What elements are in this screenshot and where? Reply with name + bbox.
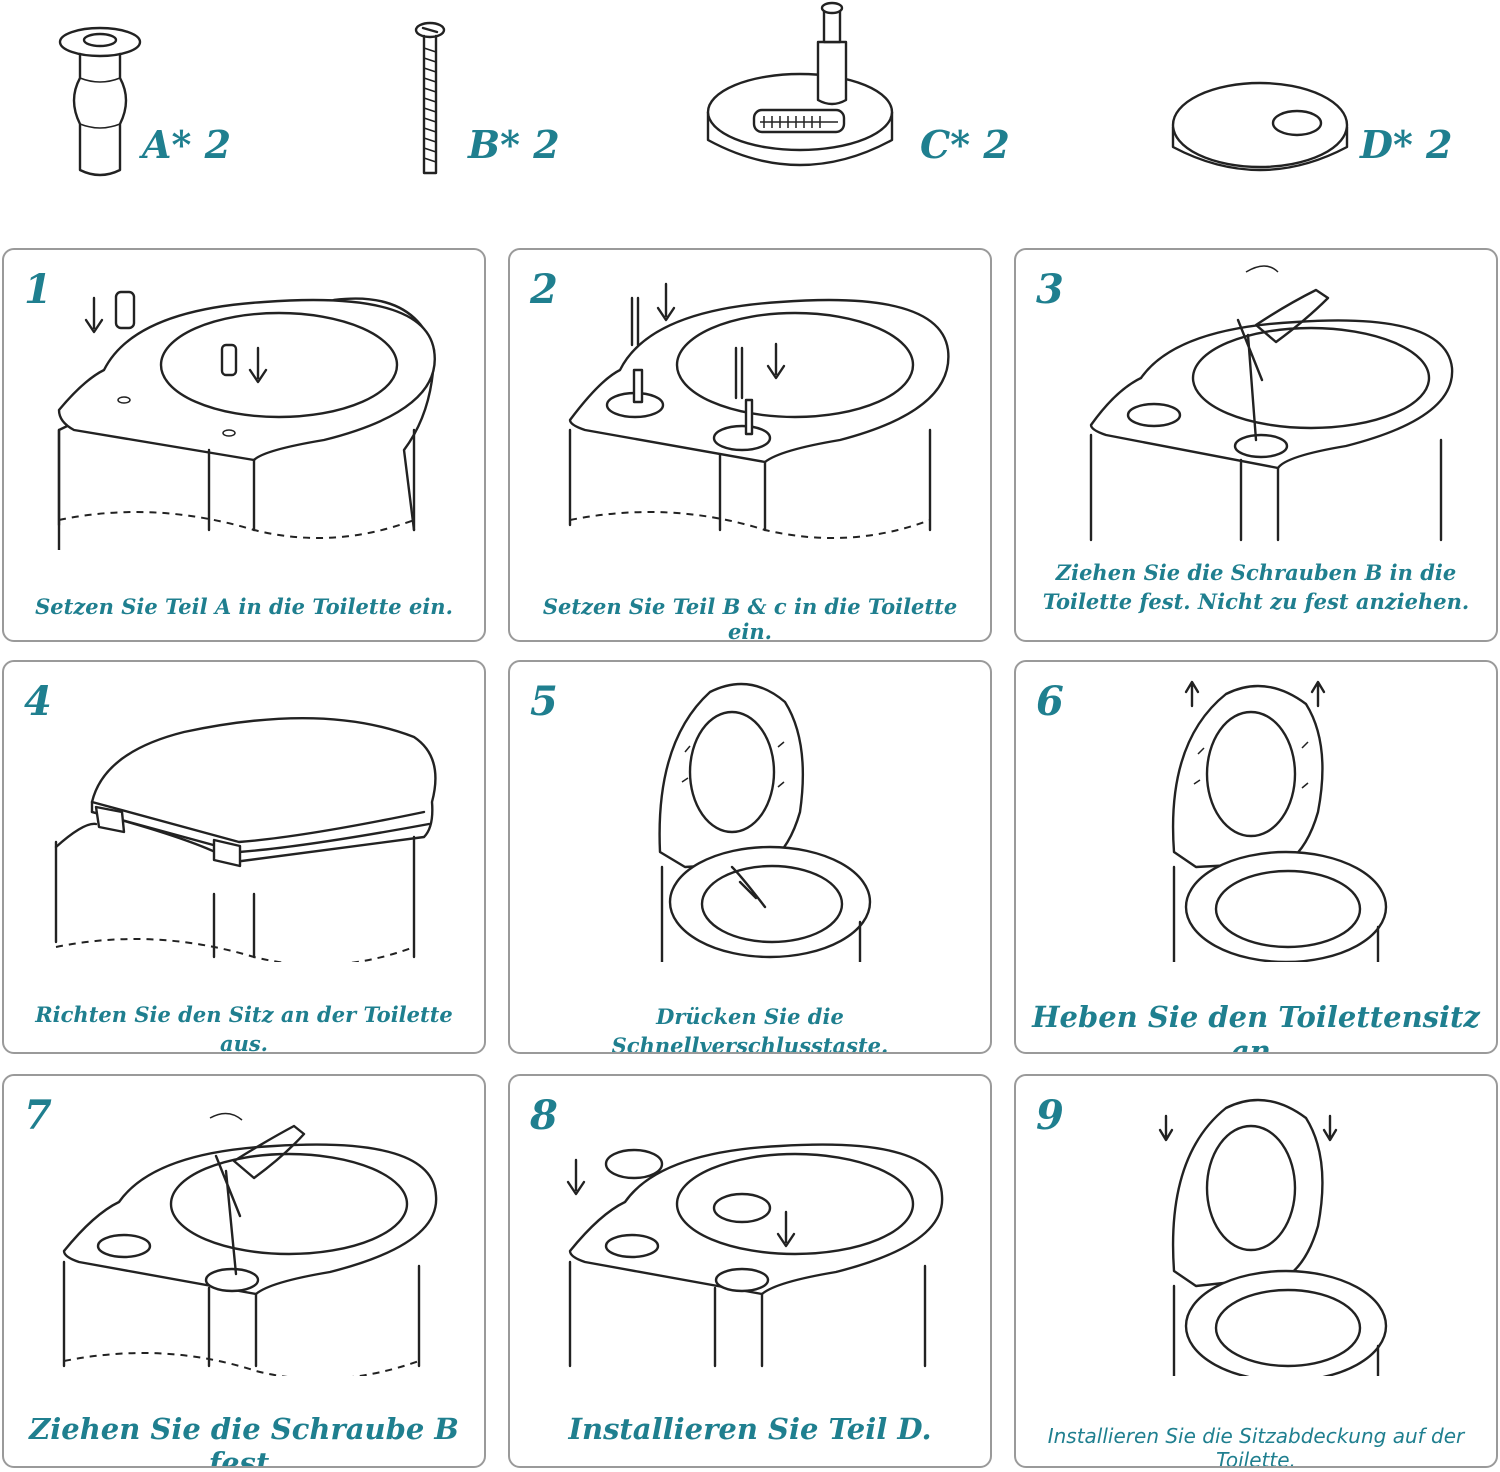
toilet-install-cover-illustration bbox=[1158, 1098, 1388, 1376]
step-panel-6: 6 Heben Sie den Toilettensitz an. bbox=[1014, 660, 1498, 1054]
step-panel-7: 7 Ziehen Sie die Schraube B fest. bbox=[2, 1074, 486, 1468]
step-caption: Richten Sie den Sitz an der Toilette aus… bbox=[35, 1002, 453, 1054]
part-a-sleeve-icon bbox=[58, 26, 142, 177]
step-caption: Drücken Sie die Schnellverschlusstaste. bbox=[611, 1004, 889, 1054]
part-a bbox=[50, 20, 250, 190]
toilet-bowl-illustration bbox=[1089, 265, 1454, 542]
step-panel-2: 2 Setzen Sie Teil B & c in die Toilette … bbox=[508, 248, 992, 642]
part-b-label: B* 2 bbox=[468, 122, 560, 167]
step-number: 1 bbox=[24, 266, 52, 313]
part-d-label: D* 2 bbox=[1360, 122, 1453, 167]
part-d bbox=[1165, 75, 1355, 185]
part-c-hinge-base-icon bbox=[706, 1, 894, 167]
step-caption: Ziehen Sie die Schraube B fest. bbox=[29, 1412, 459, 1468]
step-caption: Heben Sie den Toilettensitz an. bbox=[1032, 1000, 1480, 1054]
step-panel-4: 4 Richten Sie den Sitz an der Toilette a… bbox=[2, 660, 486, 1054]
step-number: 9 bbox=[1036, 1092, 1064, 1139]
step-panel-5: 5 Drücken Sie die Schnellverschlusstaste… bbox=[508, 660, 992, 1054]
part-b-screw-icon bbox=[414, 21, 446, 175]
step-number: 2 bbox=[530, 266, 558, 313]
toilet-open-lid-illustration bbox=[658, 682, 872, 962]
toilet-bowl-illustration bbox=[62, 1112, 438, 1376]
step-number: 6 bbox=[1036, 678, 1064, 725]
part-c-label: C* 2 bbox=[920, 122, 1010, 167]
step-caption: Ziehen Sie die Schrauben B in die Toilet… bbox=[1042, 560, 1470, 614]
step-panel-8: 8 Installieren Sie Teil D. bbox=[508, 1074, 992, 1468]
toilet-closed-seat-illustration bbox=[54, 716, 437, 962]
step-panel-3: 3 Ziehen Sie die Schrauben B in die Toil… bbox=[1014, 248, 1498, 642]
toilet-bowl-illustration bbox=[57, 290, 436, 550]
toilet-bowl-illustration bbox=[568, 282, 950, 539]
step-caption: Setzen Sie Teil A in die Toilette ein. bbox=[35, 594, 453, 619]
step-caption: Setzen Sie Teil B & c in die Toilette ei… bbox=[542, 594, 958, 642]
part-b bbox=[405, 18, 465, 183]
step-number: 7 bbox=[24, 1092, 52, 1139]
step-number: 5 bbox=[530, 678, 558, 725]
step-panel-1: 1 Setzen Sie Teil A in die Toilette ein. bbox=[2, 248, 486, 642]
toilet-bowl-cap-illustration bbox=[566, 1143, 944, 1368]
step-panel-9: 9 Installieren Sie die Sitzabdeckung auf… bbox=[1014, 1074, 1498, 1468]
part-a-label: A* 2 bbox=[142, 122, 232, 167]
toilet-lift-seat-illustration bbox=[1171, 680, 1388, 962]
part-d-cover-cap-icon bbox=[1171, 81, 1349, 172]
step-caption: Installieren Sie die Sitzabdeckung auf d… bbox=[1047, 1424, 1465, 1468]
part-c bbox=[700, 0, 910, 180]
step-number: 4 bbox=[24, 678, 52, 725]
step-number: 8 bbox=[530, 1092, 558, 1139]
step-number: 3 bbox=[1036, 266, 1064, 313]
step-caption: Installieren Sie Teil D. bbox=[568, 1412, 932, 1446]
